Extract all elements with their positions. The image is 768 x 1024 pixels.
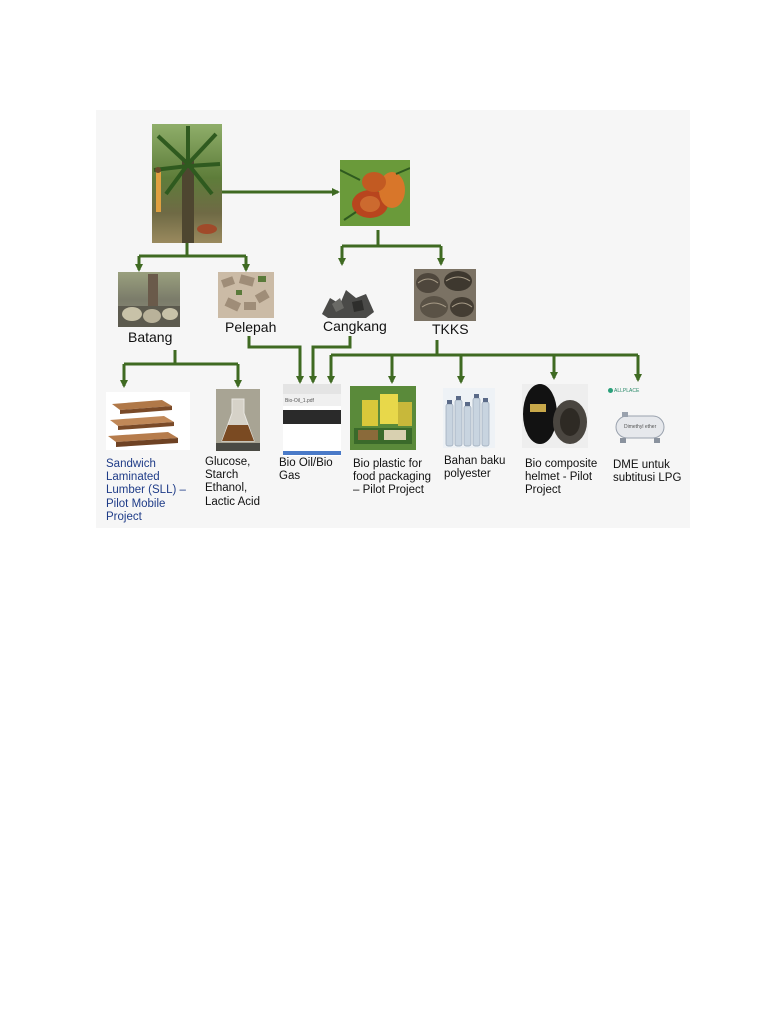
trunk-photo xyxy=(118,272,180,327)
plywood-image xyxy=(106,392,190,450)
label-glucose: Glucose, Starch Ethanol, Lactic Acid xyxy=(205,456,260,508)
label-dme: DME untuk subtitusi LPG xyxy=(613,459,682,485)
dme-tank-label: Dimethyl ether xyxy=(624,424,657,430)
shell-photo xyxy=(318,284,376,320)
label-bioplastic: Bio plastic for food packaging – Pilot P… xyxy=(353,458,432,497)
arrow-pelepah-to-biooil xyxy=(247,336,304,384)
label-polyester: Bahan baku polyester xyxy=(444,455,506,481)
palm-fruit-photo xyxy=(340,160,410,226)
beaker-image xyxy=(216,389,260,451)
label-cangkang: Cangkang xyxy=(323,318,387,334)
bio-oil-caption: Bio-Oil_1.pdf xyxy=(285,398,314,404)
dme-brand: ALLPLACE xyxy=(614,388,640,394)
bottles-image xyxy=(443,388,495,448)
helmet-image xyxy=(522,384,588,448)
packaging-image xyxy=(350,386,416,450)
label-tkks: TKKS xyxy=(432,321,469,337)
bio-oil-image: Bio-Oil_1.pdf xyxy=(283,384,341,456)
label-biooil: Bio Oil/Bio Gas xyxy=(279,457,333,483)
label-batang: Batang xyxy=(128,329,173,345)
fiber-photo xyxy=(414,269,476,321)
arrow-cangkang-to-biooil xyxy=(309,336,352,384)
label-pelepah: Pelepah xyxy=(225,319,277,335)
gas-tank-image: ALLPLACE Dimethyl ether xyxy=(606,386,672,446)
label-sll: Sandwich Laminated Lumber (SLL) – Pilot … xyxy=(106,458,186,523)
frond-photo xyxy=(218,272,274,318)
palm-tree-photo xyxy=(152,124,222,243)
label-helmet: Bio composite helmet - Pilot Project xyxy=(525,458,598,497)
